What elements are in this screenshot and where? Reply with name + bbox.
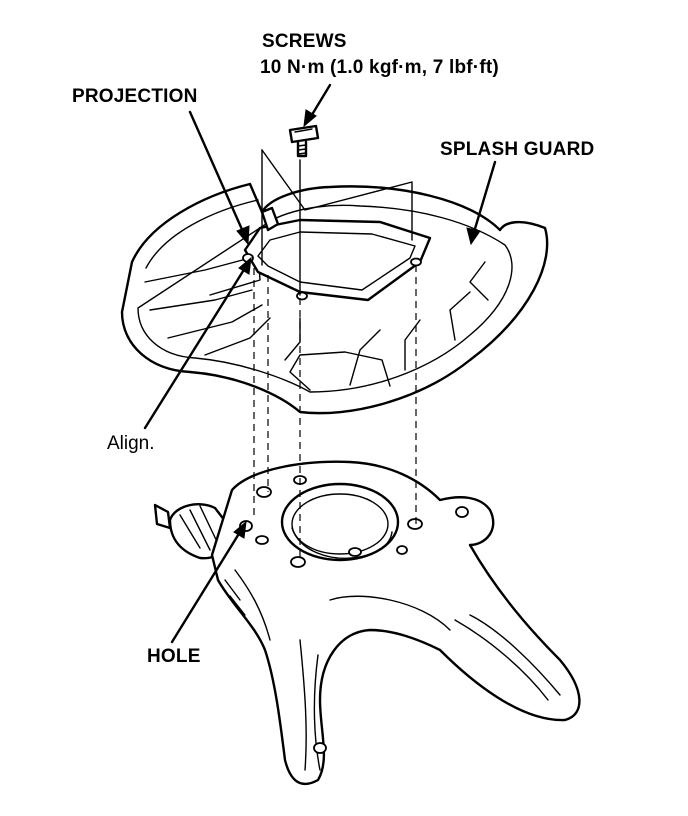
splash-guard — [120, 149, 549, 415]
projection-label: PROJECTION — [72, 86, 198, 107]
screw — [288, 124, 320, 158]
screws-label: SCREWS — [262, 31, 347, 52]
hole-label: HOLE — [147, 646, 201, 667]
align-label: Align. — [107, 433, 155, 454]
splash-guard-label: SPLASH GUARD — [440, 139, 595, 160]
leader-lines — [143, 83, 497, 644]
alignment-lines — [253, 265, 417, 562]
screws-torque-label: 10 N·m (1.0 kgf·m, 7 lbf·ft) — [260, 57, 499, 78]
steering-knuckle — [153, 460, 581, 786]
